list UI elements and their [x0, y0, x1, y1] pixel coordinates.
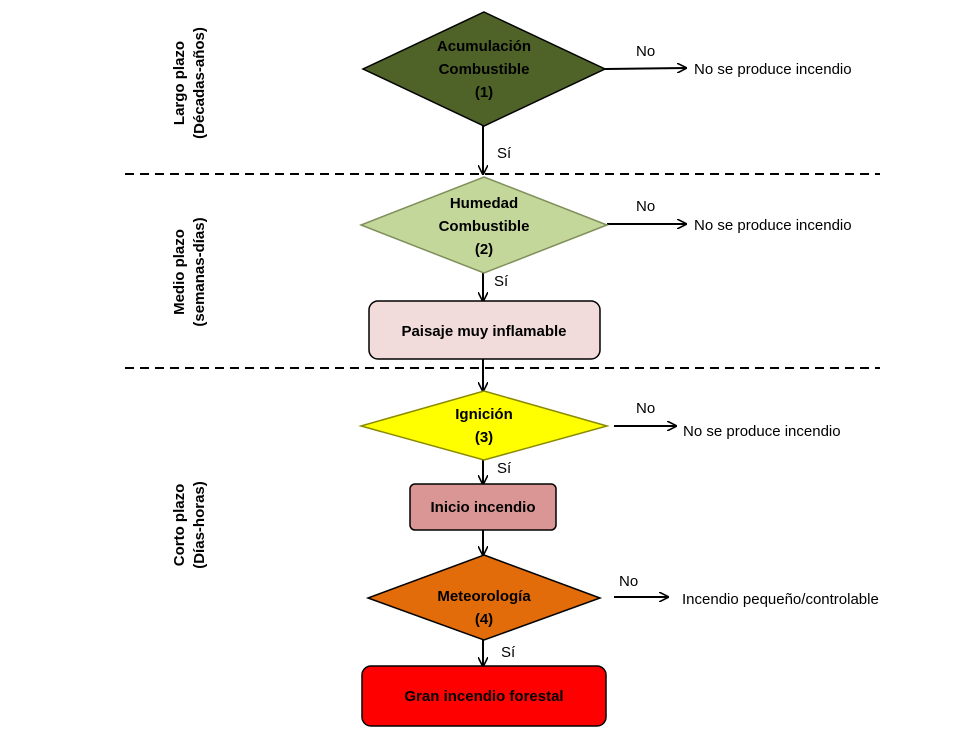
period-label-short: Corto plazo (Días-horas) — [171, 481, 208, 569]
decision-fuel-accumulation-line3: (1) — [475, 84, 493, 101]
box-large-forest-fire — [361, 665, 607, 727]
decision-meteorology — [365, 554, 603, 641]
decision-meteorology-line2: (4) — [475, 611, 493, 628]
outcome-small-fire: Incendio pequeño/controlable — [682, 591, 879, 608]
decision-fuel-moisture-line3: (2) — [475, 241, 493, 258]
outcome-no-fire-1: No se produce incendio — [694, 61, 852, 78]
box-fire-start — [409, 483, 557, 531]
box-flammable-landscape-label: Paisaje muy inflamable — [401, 323, 566, 340]
box-flammable-landscape — [368, 300, 601, 360]
decision-fuel-accumulation — [361, 11, 607, 127]
period-medium-line2: (semanas-días) — [191, 217, 208, 326]
edge-label-no-2: No — [636, 198, 655, 215]
decision-fuel-moisture — [358, 176, 610, 274]
decision-ignition — [358, 390, 610, 461]
edge-label-no-4: No — [619, 573, 638, 590]
edge-label-yes-1: Sí — [497, 145, 512, 162]
decision-fuel-moisture-line1: Humedad — [450, 195, 518, 212]
no-arrow-1 — [604, 68, 686, 69]
edge-label-yes-2: Sí — [494, 273, 509, 290]
period-long-line1: Largo plazo — [171, 41, 188, 125]
period-long-line2: (Décadas-años) — [191, 27, 208, 139]
outcome-no-fire-3: No se produce incendio — [683, 423, 841, 440]
edge-label-no-3: No — [636, 400, 655, 417]
period-short-line1: Corto plazo — [171, 484, 188, 567]
decision-fuel-moisture-line2: Combustible — [439, 218, 530, 235]
period-label-medium: Medio plazo (semanas-días) — [171, 217, 208, 326]
decision-ignition-line1: Ignición — [455, 406, 513, 423]
decision-ignition-line2: (3) — [475, 429, 493, 446]
box-large-forest-fire-label: Gran incendio forestal — [404, 688, 563, 705]
outcome-no-fire-2: No se produce incendio — [694, 217, 852, 234]
decision-meteorology-line1: Meteorología — [437, 588, 531, 605]
period-medium-line1: Medio plazo — [171, 229, 188, 315]
edge-label-yes-3: Sí — [497, 460, 512, 477]
period-label-long: Largo plazo (Décadas-años) — [171, 27, 208, 139]
edge-label-yes-4: Sí — [501, 644, 516, 661]
edge-label-no-1: No — [636, 43, 655, 60]
period-short-line2: (Días-horas) — [191, 481, 208, 569]
box-fire-start-label: Inicio incendio — [430, 499, 535, 516]
decision-fuel-accumulation-line2: Combustible — [439, 61, 530, 78]
decision-fuel-accumulation-line1: Acumulación — [437, 38, 531, 55]
